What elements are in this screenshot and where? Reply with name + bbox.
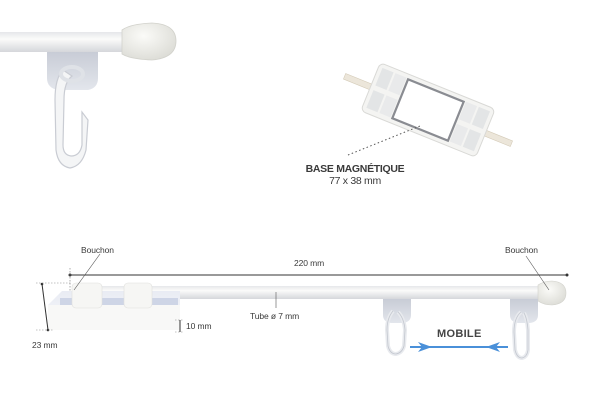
- tube-label: Tube ø 7 mm: [250, 311, 300, 321]
- cap-right-label: Bouchon: [505, 245, 538, 255]
- arrow-right-icon: [418, 342, 432, 352]
- height-plate-dimension: [175, 319, 183, 333]
- cap-left-leader-line: [73, 253, 101, 291]
- hook-right: [510, 299, 538, 361]
- cap-left-label: Bouchon: [81, 245, 114, 255]
- base-leader-line: [347, 125, 421, 156]
- magnetic-base: [48, 282, 180, 330]
- magnetic-base-closeup: [343, 63, 513, 157]
- rod-closeup: [0, 22, 177, 169]
- height-total-label: 23 mm: [32, 340, 58, 350]
- length-label: 220 mm: [294, 258, 325, 268]
- height-total-dimension: [36, 282, 72, 332]
- height-plate-label: 10 mm: [186, 321, 212, 331]
- base-size: 77 x 38 mm: [329, 175, 381, 187]
- rod-tube: [100, 286, 548, 299]
- length-dimension: [68, 268, 569, 292]
- cap-right-leader-line: [525, 255, 550, 291]
- base-label: BASE MAGNÉTIQUE 77 x 38 mm: [296, 163, 414, 187]
- arrow-left-icon: [486, 342, 500, 352]
- mobile-label: MOBILE: [437, 328, 482, 340]
- mobile-arrows: [410, 342, 508, 352]
- end-cap-right: [537, 280, 567, 306]
- hook-left: [383, 299, 411, 357]
- base-title: BASE MAGNÉTIQUE: [305, 163, 405, 175]
